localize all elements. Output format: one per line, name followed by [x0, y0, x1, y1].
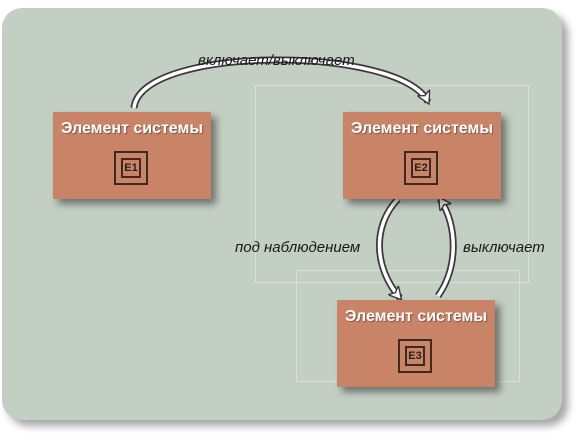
- node-badge-icon: E1: [114, 151, 148, 185]
- edge-label-e3-e2: выключает: [463, 239, 545, 256]
- node-e2: Элемент системы E2: [343, 112, 501, 199]
- edge-label-e2-e3: под наблюдением: [235, 239, 361, 256]
- node-badge-label: E1: [121, 158, 141, 178]
- edge-arrow-e1-e2: [130, 56, 432, 109]
- node-badge-label: E3: [405, 346, 425, 366]
- node-badge-icon: E3: [398, 339, 432, 373]
- node-title: Элемент системы: [61, 120, 203, 137]
- node-e3: Элемент системы E3: [337, 300, 495, 387]
- node-e1: Элемент системы E1: [53, 112, 211, 199]
- edge-label-e1-e2: включает/выключает: [198, 52, 355, 69]
- node-title: Элемент системы: [345, 308, 487, 325]
- node-badge-icon: E2: [404, 151, 438, 185]
- node-badge-label: E2: [411, 158, 431, 178]
- node-title: Элемент системы: [351, 120, 493, 137]
- edge-arrow-e2-e3: [376, 196, 403, 298]
- edge-arrow-e3-e2: [435, 199, 457, 299]
